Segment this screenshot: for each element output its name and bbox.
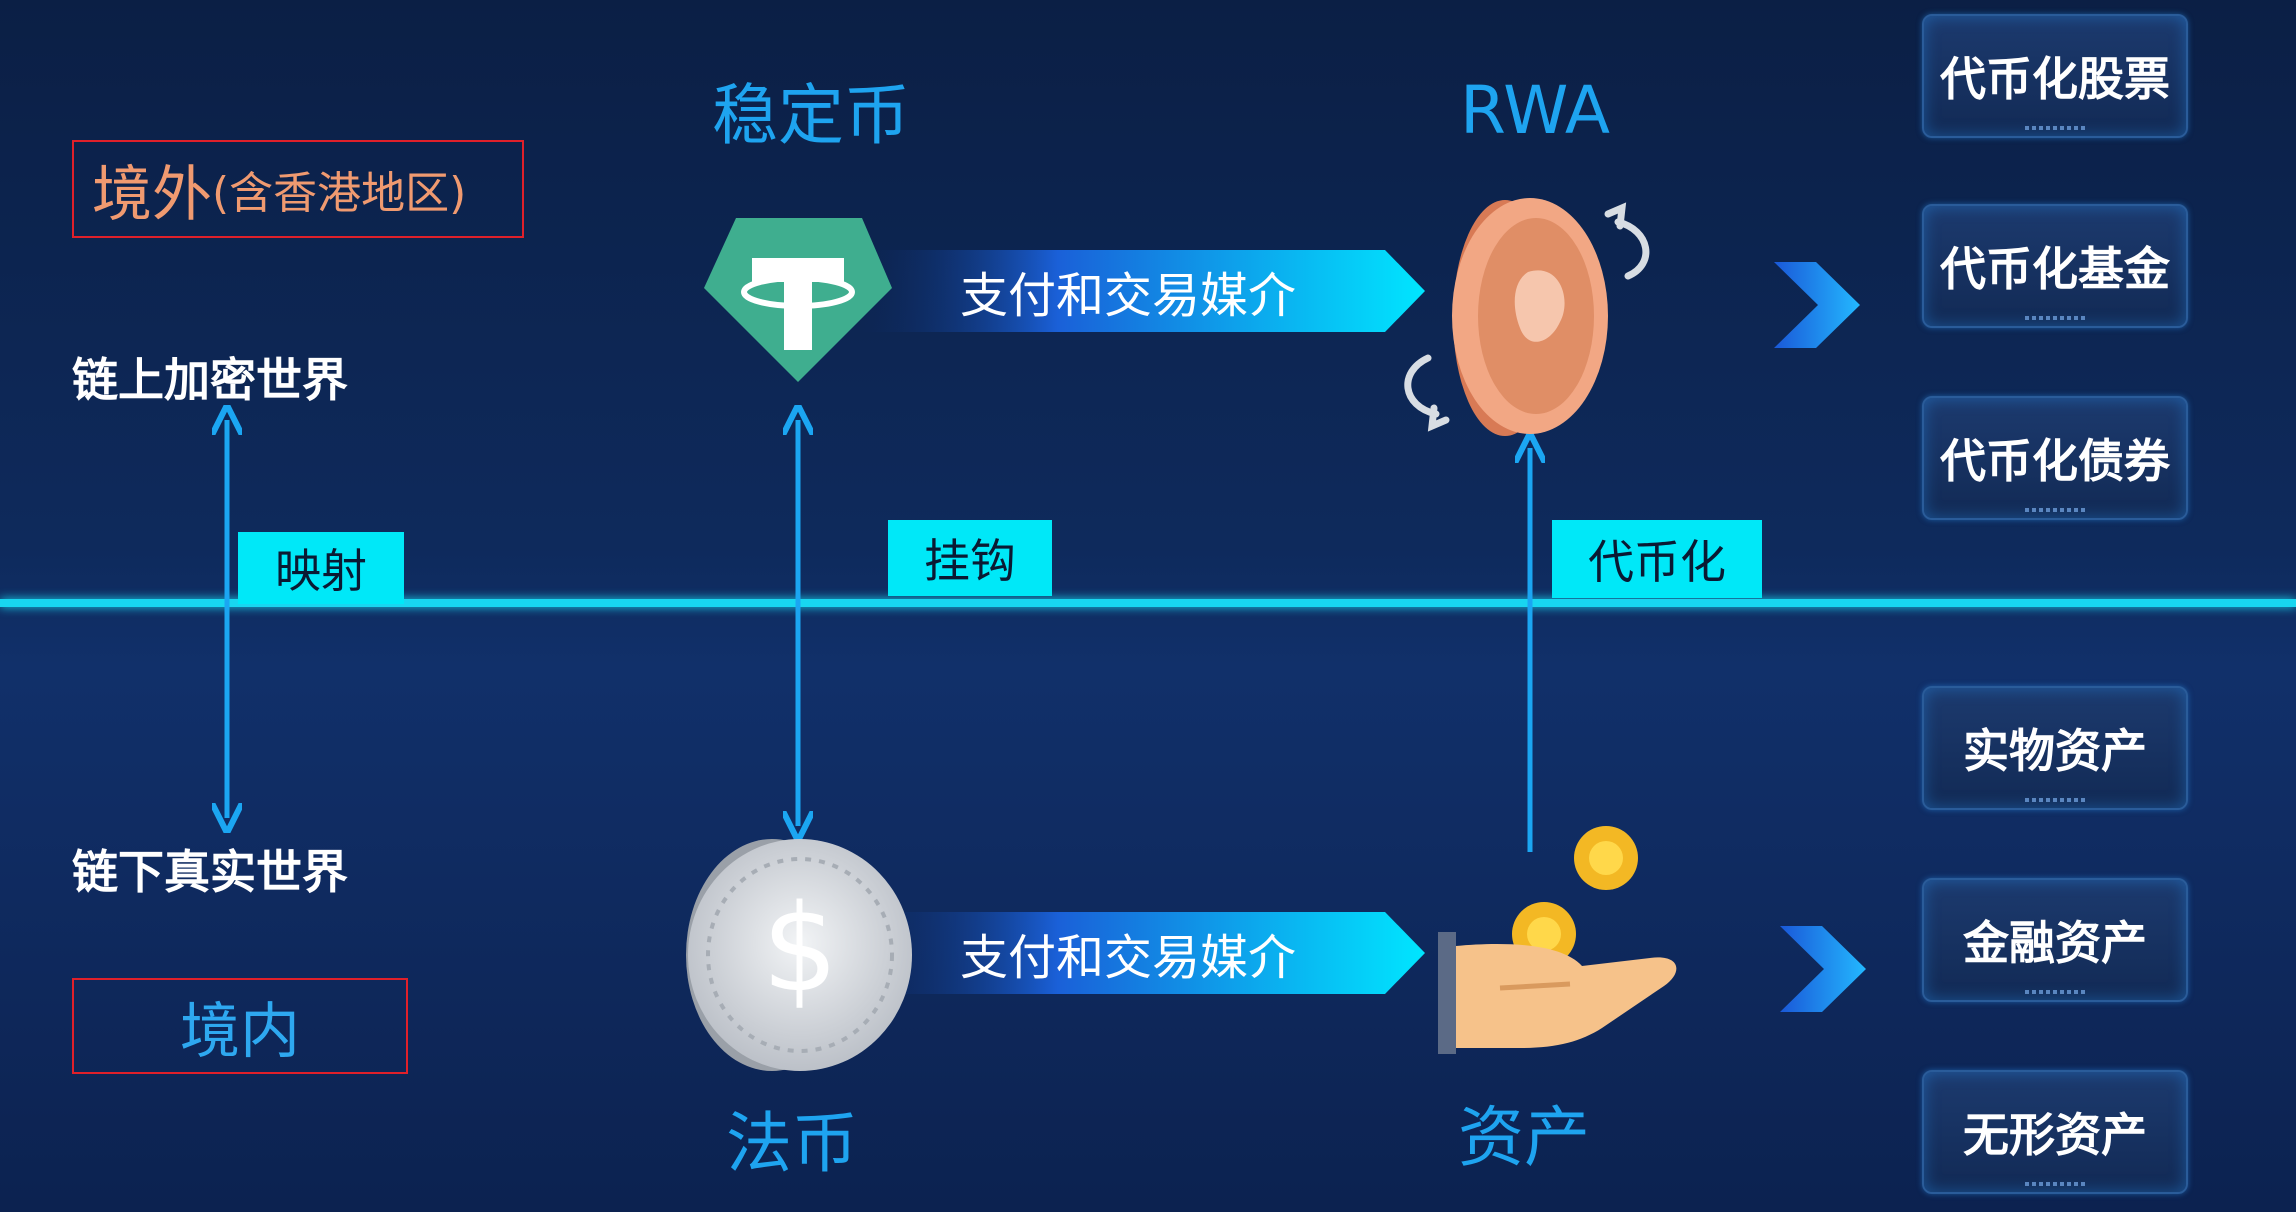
asset-card-label: 实物资产: [1963, 724, 2147, 778]
region-domestic-box: 境内: [72, 978, 408, 1074]
rwa-title: RWA: [1460, 72, 1610, 149]
product-card-label: 代币化股票: [1940, 52, 2170, 106]
fiat-title: 法币: [726, 1105, 858, 1182]
asset-card-financial: 金融资产: [1922, 878, 2188, 1002]
bottom-medium-label: 支付和交易媒介: [960, 930, 1297, 986]
top-medium-label-wrap: 支付和交易媒介: [900, 258, 1296, 324]
peg-tag: 挂钩: [888, 520, 1052, 596]
asset-card-intangible: 无形资产: [1922, 1070, 2188, 1194]
chevron-right-icon: [1774, 262, 1860, 348]
rwa-coin-icon: [1452, 198, 1608, 436]
product-card-tokenized-funds: 代币化基金: [1922, 204, 2188, 328]
hand-coins-icon: [1438, 826, 1677, 1054]
world-divider-line: [0, 599, 2296, 607]
bottom-medium-label-wrap: 支付和交易媒介: [900, 920, 1296, 986]
asset-card-label: 无形资产: [1963, 1108, 2147, 1162]
region-abroad-label: 境外: [92, 159, 212, 230]
offchain-world-label: 链下真实世界: [72, 845, 348, 899]
asset-card-physical: 实物资产: [1922, 686, 2188, 810]
region-abroad-box: 境外(含香港地区): [72, 140, 524, 238]
region-domestic-label: 境内: [180, 996, 300, 1067]
product-card-label: 代币化债券: [1940, 434, 2170, 488]
stablecoin-title: 稳定币: [712, 77, 910, 154]
bottom-medium-arrow-band: [860, 912, 1425, 994]
refresh-arrow-icon: [1404, 202, 1650, 432]
onchain-world-label: 链上加密世界: [72, 353, 348, 407]
mapping-tag: 映射: [238, 532, 404, 604]
tether-icon: [704, 218, 892, 382]
assets-title: 资产: [1458, 1099, 1590, 1176]
asset-card-label: 金融资产: [1963, 916, 2147, 970]
top-medium-label: 支付和交易媒介: [960, 268, 1297, 324]
tokenize-tag: 代币化: [1552, 520, 1762, 598]
region-abroad-sublabel: (含香港地区): [212, 168, 467, 219]
product-card-label: 代币化基金: [1940, 242, 2170, 296]
top-medium-arrow-band: [860, 250, 1425, 332]
chevron-right-icon: [1780, 926, 1866, 1012]
product-card-tokenized-bonds: 代币化债券: [1922, 396, 2188, 520]
svg-text:$: $: [762, 880, 838, 1019]
product-card-tokenized-stocks: 代币化股票: [1922, 14, 2188, 138]
dollar-coin-icon: $: [686, 839, 912, 1071]
